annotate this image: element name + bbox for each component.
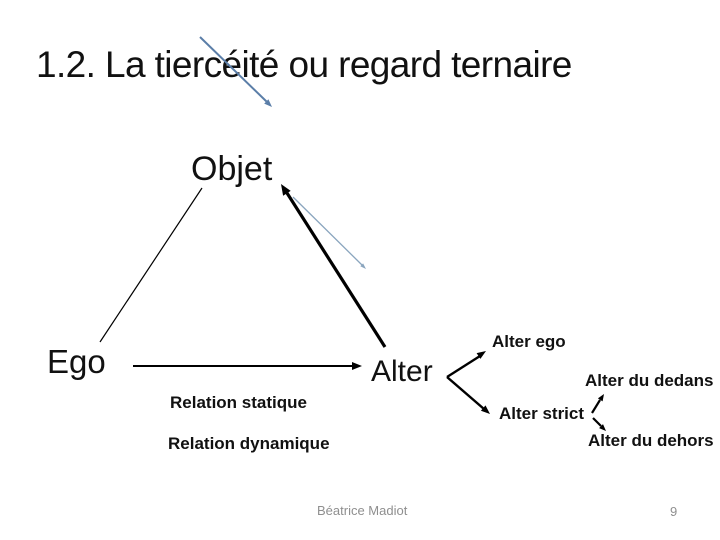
node-alter: Alter — [371, 355, 433, 388]
arrow-ego-to-alter-arrowhead — [352, 362, 362, 370]
objet-annotation-line — [292, 196, 363, 266]
branch-arrow-to-alter-ego-shaft — [446, 354, 481, 379]
footer-page-number: 9 — [670, 504, 678, 519]
arrow-to-alter-du-dedans-arrowhead — [597, 394, 604, 402]
arrow-to-alter-du-dehors-arrowhead — [599, 424, 606, 431]
label-alter-du-dedans: Alter du dedans — [585, 371, 714, 390]
arrow-alter-to-objet-shaft — [285, 192, 387, 348]
arrow-to-alter-du-dedans-shaft — [591, 399, 601, 414]
arrow-to-alter-du-dehors-shaft — [592, 417, 602, 427]
line-objet-to-ego — [99, 187, 203, 343]
branch-arrow-to-alter-strict-shaft — [446, 376, 485, 410]
slide-title: 1.2. La tiercéité ou regard ternaire — [36, 44, 572, 85]
label-alter-du-dehors: Alter du dehors — [588, 431, 714, 450]
node-objet: Objet — [191, 150, 273, 188]
branch-arrow-to-alter-strict-arrowhead — [480, 405, 490, 414]
title-annotation-arrowhead — [264, 99, 272, 107]
arrow-alter-to-objet-arrowhead — [281, 184, 291, 196]
node-ego: Ego — [47, 343, 106, 380]
label-relation-statique: Relation statique — [170, 393, 307, 412]
label-alter-strict: Alter strict — [499, 404, 585, 423]
footer-author: Béatrice Madiot — [317, 503, 408, 518]
branch-arrow-to-alter-ego-arrowhead — [476, 351, 486, 359]
objet-annotation-arrowhead — [360, 263, 366, 269]
label-alter-ego: Alter ego — [492, 332, 566, 351]
label-relation-dynamique: Relation dynamique — [168, 434, 330, 453]
